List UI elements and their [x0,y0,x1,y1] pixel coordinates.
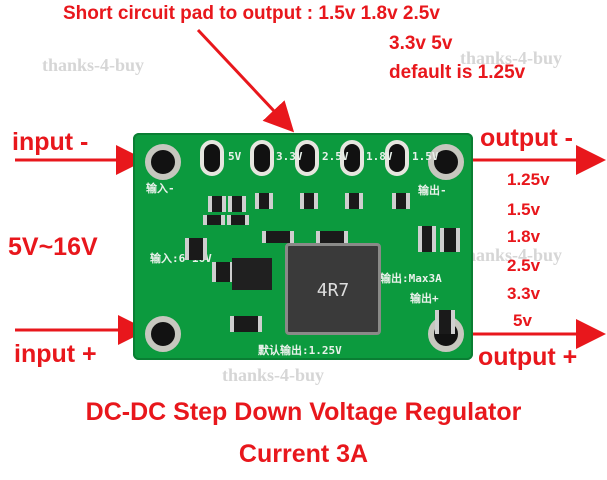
voltage-2-5: 2.5v [507,256,541,275]
board-output-plus: 输出+ [410,292,439,305]
input-plus-label: input + [14,340,97,368]
voltage-1-25: 1.25v [507,170,550,189]
voltage-1-8: 1.8v [507,227,541,246]
pad-label-2-5v: 2.5V [322,150,349,163]
mount-hole-bottom-left [145,316,181,352]
smd-capacitor [185,238,207,260]
board-output-minus: 输出- [418,184,447,197]
watermark: thanks-4-buy [460,245,563,265]
solder-pad-3-3v[interactable] [250,140,274,176]
solder-pad-2-5v[interactable] [295,140,319,176]
pad-label-1-8v: 1.8V [366,150,393,163]
header-line-3: default is 1.25v [389,62,526,83]
smd-resistor [300,193,318,209]
mount-hole-top-right [428,144,464,180]
watermark: thanks-4-buy [42,55,145,75]
pad-label-5v: 5V [228,150,242,163]
solder-pad-1-8v[interactable] [340,140,364,176]
board-max-current: 输出:Max3A [380,272,442,285]
input-range-label: 5V~16V [8,233,98,261]
smd-resistor [262,231,294,243]
output-minus-label: output - [480,124,574,152]
smd-resistor [418,226,436,252]
product-subtitle: Current 3A [238,440,369,468]
smd-resistor [392,193,410,209]
smd-capacitor [435,310,455,334]
header-line-1: Short circuit pad to output : 1.5v 1.8v … [63,3,440,24]
header-line-2: 3.3v 5v [389,33,453,54]
input-capacitor [230,316,262,332]
pad-label-3-3v: 3.3V [276,150,303,163]
inductor-code: 4R7 [316,280,350,301]
smd-resistor [255,193,273,209]
smd-resistor [203,215,225,225]
voltage-3-3: 3.3v [507,284,541,303]
pad-pointer-arrow [196,28,295,133]
board-input-minus: 输入- [146,182,175,195]
watermark: thanks-4-buy [222,365,325,385]
input-minus-label: input - [12,128,89,156]
smd-resistor [227,215,249,225]
voltage-5: 5v [513,311,532,330]
smd-resistor [345,193,363,209]
regulator-ic [232,258,272,290]
smd-capacitor [208,196,226,212]
output-capacitor [440,228,460,252]
smd-resistor [316,231,348,243]
mount-hole-top-left [145,144,181,180]
smd-capacitor [212,262,234,282]
output-plus-label: output + [478,343,578,371]
watermark: thanks-4-buy [460,48,563,68]
product-title: DC-DC Step Down Voltage Regulator [85,398,522,426]
solder-pad-1-5v[interactable] [385,140,409,176]
smd-capacitor [228,196,246,212]
pad-label-1-5v: 1.5V [412,150,439,163]
solder-pad-5v[interactable] [200,140,224,176]
power-inductor: 4R7 [285,243,381,335]
voltage-1-5: 1.5v [507,200,541,219]
board-default-output: 默认输出:1.25V [258,344,342,357]
